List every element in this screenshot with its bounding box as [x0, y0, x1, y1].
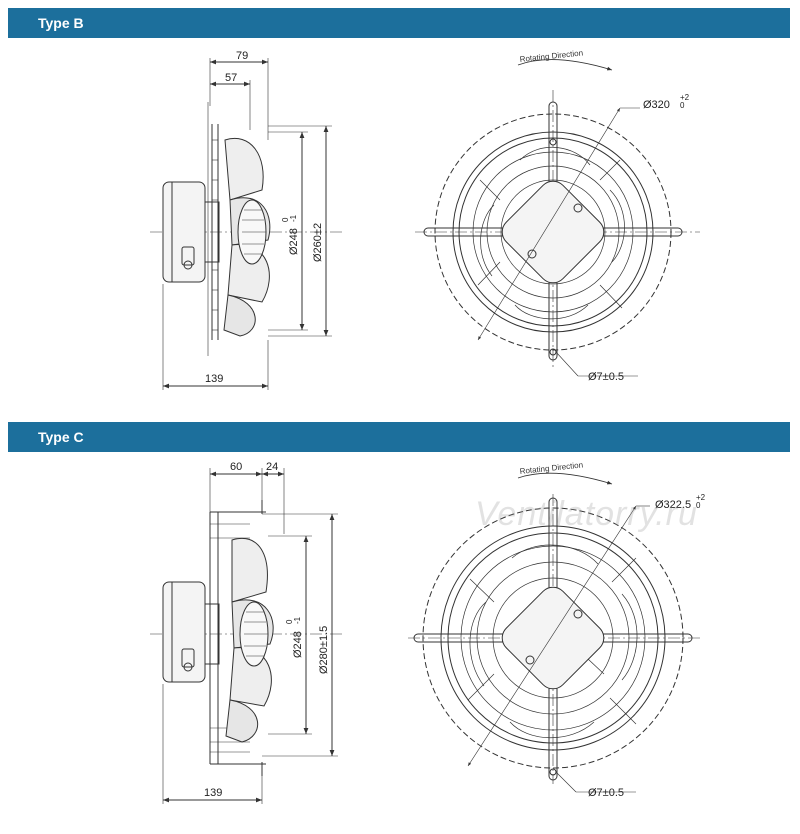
- diameter-inner: Ø248: [292, 631, 304, 658]
- front-view: [415, 59, 700, 377]
- diameter-inner: Ø248: [288, 228, 300, 255]
- diameter-inner-tolerance: 0-1: [281, 214, 298, 222]
- hole-diameter: Ø7±0.5: [588, 787, 624, 799]
- dim-bottom: 139: [204, 787, 222, 799]
- section-title: Type C: [38, 429, 84, 445]
- section-title: Type B: [38, 15, 84, 31]
- diameter-inner-tolerance: 0-1: [285, 616, 302, 624]
- dim-top-1: 60: [230, 461, 242, 473]
- type-b-drawing: 79 57 139 Ø248 0-1 Ø260±2 Rotating D: [150, 48, 700, 390]
- dim-top-2: 24: [266, 461, 278, 473]
- section-header-type-c: Type C: [8, 422, 790, 452]
- type-c-drawing: 60 24 139 Ø248 0-1 Ø280±1.5 Rotating Dir…: [150, 460, 706, 804]
- diameter-outer: Ø260±2: [312, 223, 324, 262]
- dim-top-2: 57: [225, 72, 237, 84]
- dim-bottom: 139: [205, 373, 223, 385]
- section-header-type-b: Type B: [8, 8, 790, 38]
- dim-top-1: 79: [236, 50, 248, 62]
- front-view: [408, 472, 700, 793]
- rotating-direction-label: Rotating Direction: [519, 460, 583, 476]
- front-diameter: Ø320: [643, 99, 670, 111]
- hole-diameter: Ø7±0.5: [588, 371, 624, 383]
- rotating-direction-label: Rotating Direction: [519, 48, 583, 64]
- side-view: [150, 58, 345, 390]
- diameter-outer: Ø280±1.5: [318, 626, 330, 674]
- front-diameter: Ø322.5: [655, 499, 691, 511]
- side-view: [150, 468, 345, 804]
